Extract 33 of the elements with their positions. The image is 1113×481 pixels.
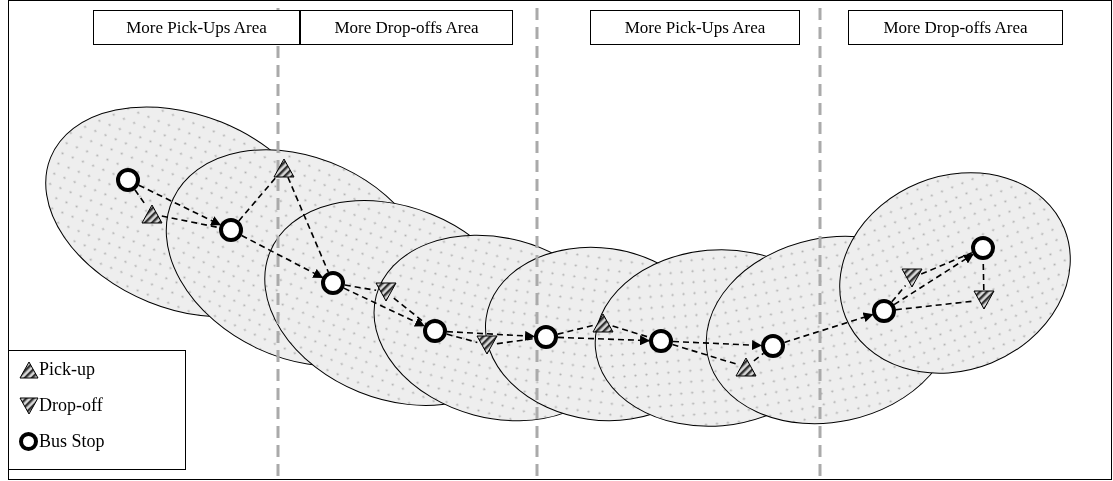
- dashed-arrow: [343, 287, 425, 327]
- legend-text: Bus Stop: [39, 431, 105, 452]
- dashed-line: [891, 284, 907, 303]
- dashed-arrow: [783, 312, 874, 344]
- drop-off-triangle: [901, 268, 923, 288]
- dashed-arrow: [893, 253, 974, 306]
- dashed-line: [920, 251, 973, 275]
- area-label-box: More Drop-offs Area: [300, 10, 513, 45]
- dashed-arrow: [446, 330, 535, 341]
- dashed-line: [161, 215, 220, 229]
- dashed-arrow: [240, 234, 324, 279]
- dashed-arrow: [672, 340, 762, 351]
- dashed-line: [753, 352, 765, 362]
- drop-off-triangle: [476, 335, 498, 355]
- dashed-arrow: [138, 184, 222, 226]
- pick-up-triangle: [273, 158, 295, 178]
- dashed-arrow: [557, 335, 650, 346]
- legend-text: Drop-off: [39, 395, 103, 416]
- drop-off-triangle: [375, 282, 397, 302]
- pick-up-triangle: [735, 357, 757, 377]
- dashed-line: [496, 337, 535, 345]
- legend-text: Pick-up: [39, 359, 95, 380]
- dashed-line: [445, 333, 479, 344]
- area-label-box: More Drop-offs Area: [848, 10, 1063, 45]
- area-label-box: More Pick-Ups Area: [590, 10, 800, 45]
- drop-off-triangle: [973, 290, 995, 310]
- dashed-line: [671, 343, 738, 365]
- dashed-line: [556, 324, 595, 335]
- dashed-line: [344, 284, 377, 292]
- dashed-line: [287, 176, 330, 273]
- pick-up-triangle: [141, 204, 163, 224]
- area-label-box: More Pick-Ups Area: [93, 10, 300, 45]
- pick-up-triangle: [592, 313, 614, 333]
